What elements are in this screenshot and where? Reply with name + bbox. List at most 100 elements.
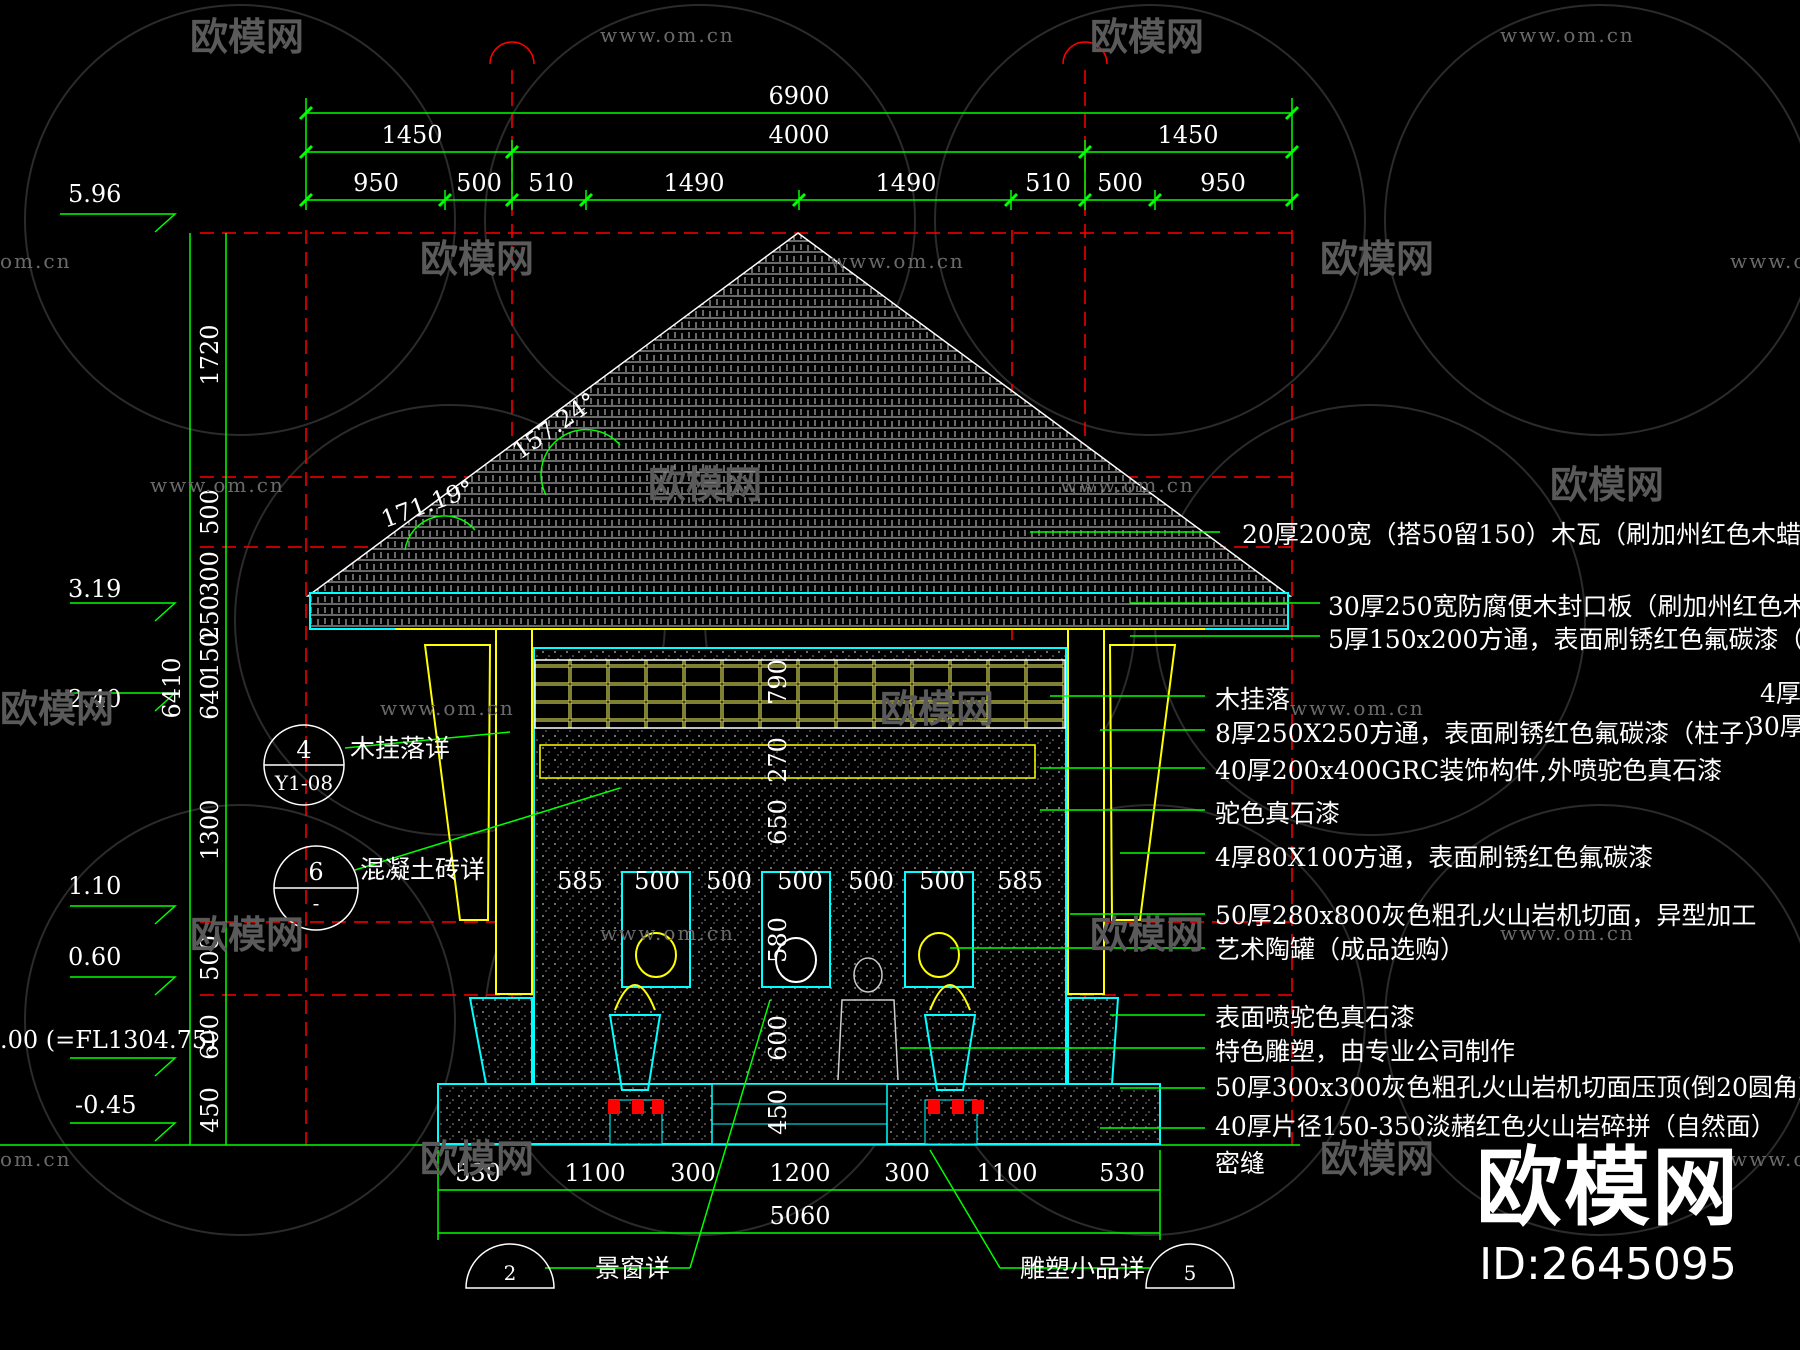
watermark-url: www.om.cn [830, 249, 965, 273]
watermark-url: www.om.cn [1500, 921, 1635, 945]
material-note: 50厚280x800灰色粗孔火山岩机切面，异型加工 [1215, 901, 1756, 930]
dim-bottom-row: 1100 [976, 1159, 1037, 1187]
callout-num: 2 [504, 1261, 517, 1285]
watermark-url: www.om.cn [600, 23, 735, 47]
dim-left-vertical: 300 [196, 551, 224, 597]
dim-window-row: 500 [777, 867, 823, 895]
watermark-logo: 欧模网 [420, 236, 534, 281]
watermark-logo: 欧模网 [190, 912, 304, 957]
dim-row2-right: 1450 [1157, 121, 1218, 149]
watermark-logo: 欧模网 [0, 686, 114, 731]
watermark-url: www.om.cn [1500, 23, 1635, 47]
callout-bubbles [263, 724, 1235, 1289]
leader-lines [344, 531, 1320, 1269]
dim-bottom-total: 5060 [769, 1202, 830, 1230]
elevation-labels: 5.96 3.19 2.40 1.10 0.60 .00 (=FL1304.75… [0, 180, 216, 1119]
dim-bottom-row: 1200 [769, 1159, 830, 1187]
dim-left-vertical: 500 [196, 935, 224, 981]
callout-sheet: Y1-08 [274, 771, 333, 795]
roof [305, 232, 1293, 630]
material-notes: 20厚200宽（搭50留150）木瓦（刷加州红色木蜡油） 30厚250宽防腐便木… [1215, 520, 1800, 1178]
dim-bottom-row: 530 [455, 1159, 501, 1187]
callout-label: 景窗详 [595, 1254, 670, 1283]
watermark-logo: 欧模网 [880, 686, 994, 731]
dim-row3: 510 [528, 169, 574, 197]
material-note: 特色雕塑，由专业公司制作 [1215, 1037, 1515, 1066]
dim-window-row: 585 [997, 867, 1043, 895]
watermark-logo: 欧模网 [190, 14, 304, 59]
side-note: 4厚 [1760, 679, 1800, 708]
dim-window-row: 500 [919, 867, 965, 895]
material-note: 8厚250X250方通，表面刷锈红色氟碳漆（柱子） [1215, 719, 1769, 748]
watermark-logo: 欧模网 [648, 462, 762, 507]
watermark-url: www.om.cn [1060, 473, 1195, 497]
material-note: 20厚200宽（搭50留150）木瓦（刷加州红色木蜡油） [1242, 520, 1800, 549]
elevation-label: 0.60 [68, 943, 121, 971]
dim-left-vertical: 1720 [196, 324, 224, 385]
watermark-url: www.om.cn [380, 696, 515, 720]
dim-total-height: 6410 [158, 657, 186, 718]
dim-bottom-row: 300 [884, 1159, 930, 1187]
dim-left-vertical: 250 [196, 595, 224, 641]
dim-row3: 950 [1200, 169, 1246, 197]
dim-inner-height: 450 [764, 1089, 792, 1135]
dim-left-vertical: 150 [196, 632, 224, 678]
elevation-label: 3.19 [68, 575, 121, 603]
watermark-url: om.cn [0, 249, 71, 273]
watermark-logo: 欧模网 [1550, 462, 1664, 507]
dim-window-row: 500 [634, 867, 680, 895]
watermark-url: www.om.cn [600, 921, 735, 945]
material-note: 4厚80X100方通，表面刷锈红色氟碳漆 [1215, 843, 1653, 872]
material-note: 30厚250宽防腐便木封口板（刷加州红色木蜡 [1328, 592, 1800, 621]
dim-row3: 1490 [875, 169, 936, 197]
watermark-url: om.cn [0, 1147, 71, 1171]
elevation-label: 5.96 [68, 180, 121, 208]
material-note: 木挂落 [1215, 685, 1290, 714]
dim-inner-height: 650 [764, 799, 792, 845]
dim-inner-height: 270 [764, 737, 792, 783]
dim-left-vertical: 450 [196, 1087, 224, 1133]
brand-badge: 欧模网 ID:2645095 [1476, 1145, 1740, 1290]
watermark-url: www.om.cn [1730, 1147, 1800, 1171]
dim-row3: 500 [1097, 169, 1143, 197]
brand-logo: 欧模网 [1476, 1138, 1740, 1238]
callout-num: 5 [1184, 1261, 1197, 1285]
material-note: 表面喷驼色真石漆 [1215, 1003, 1415, 1032]
watermark-url: www.om.cn [1730, 249, 1800, 273]
dim-left-vertical: 640 [196, 674, 224, 720]
dim-row3: 1490 [663, 169, 724, 197]
callouts: 4 Y1-08 木挂落详 6 - 混凝土砖详 2 景窗详 5 雕塑小品详 [274, 734, 1196, 1285]
callout-label: 混凝土砖详 [360, 855, 485, 884]
watermark-logo: 欧模网 [1090, 912, 1204, 957]
dim-inner-height: 580 [764, 917, 792, 963]
elevation-label: 2.40 [68, 685, 121, 713]
dim-row3: 950 [353, 169, 399, 197]
elevation-label: -0.45 [75, 1091, 137, 1119]
material-note: 50厚300x300灰色粗孔火山岩机切面压顶(倒20圆角) [1215, 1073, 1800, 1102]
material-note: 40厚200x400GRC装饰构件,外喷驼色真石漆 [1215, 756, 1722, 785]
callout-num: 6 [308, 858, 323, 886]
callout-sheet: - [313, 891, 320, 915]
material-note: 5厚150x200方通，表面刷锈红色氟碳漆（ [1328, 625, 1800, 654]
pavilion-body [423, 628, 1177, 1145]
watermark-url: www.om.cn [150, 473, 285, 497]
elevation-label: .00 (=FL1304.75) [0, 1026, 216, 1054]
callout-num: 4 [296, 736, 311, 764]
dim-inner-height: 600 [764, 1015, 792, 1061]
material-note: 驼色真石漆 [1215, 799, 1340, 828]
dim-bottom-row: 1100 [564, 1159, 625, 1187]
watermark-logo: 欧模网 [1320, 1136, 1434, 1181]
axis-bubbles [489, 41, 1108, 65]
dim-bottom-row: 300 [670, 1159, 716, 1187]
side-note: 30厚 [1748, 712, 1800, 741]
dim-bottom-row: 530 [1099, 1159, 1145, 1187]
dim-left-vertical: 600 [196, 1014, 224, 1060]
dim-left-vertical: 1300 [196, 799, 224, 860]
brand-id: ID:2645095 [1479, 1239, 1737, 1290]
callout-label: 木挂落详 [350, 734, 450, 763]
dim-left-vertical: 500 [196, 489, 224, 535]
dim-row3: 510 [1025, 169, 1071, 197]
dim-window-row: 500 [706, 867, 752, 895]
angle-arcs [404, 428, 621, 551]
dim-window-row: 585 [557, 867, 603, 895]
